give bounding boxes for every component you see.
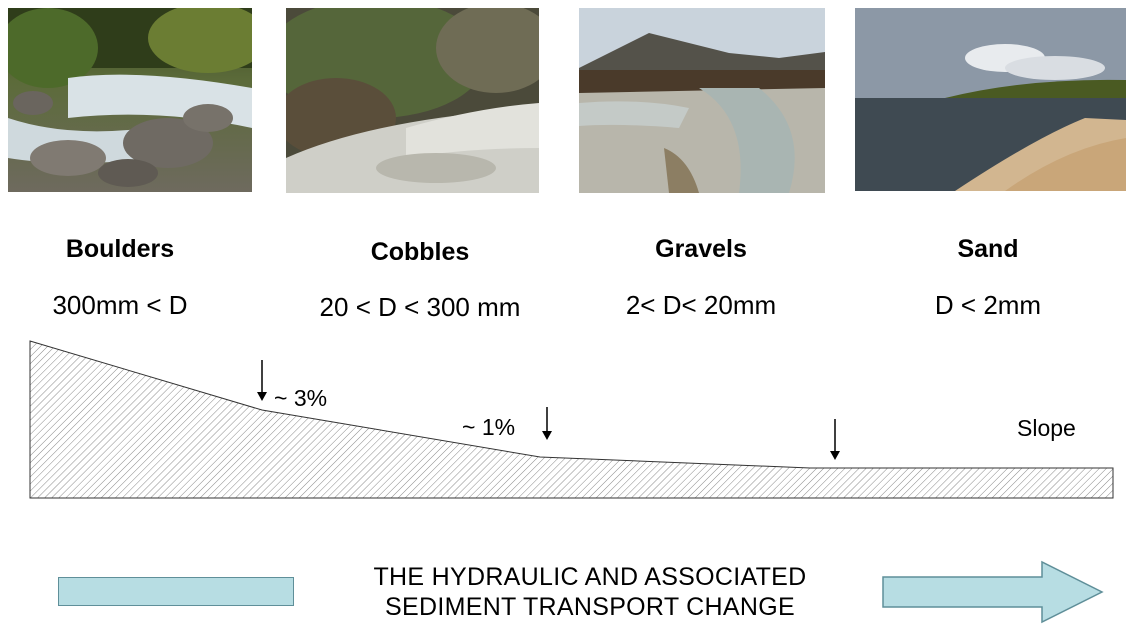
slope-profile [29, 340, 1114, 499]
size-range-sand: D < 2mm [934, 290, 1042, 320]
photo-sand [855, 8, 1126, 191]
photo-cobbles [286, 8, 539, 193]
banner-right-arrow [882, 560, 1104, 624]
slope-marker-arrowhead [257, 392, 267, 401]
sediment-name-sand: Sand [957, 235, 1019, 263]
slope-profile-fill [29, 340, 1114, 499]
slope-marker-arrowhead [542, 431, 552, 440]
slope-marker-label-1pct: ~ 1% [462, 414, 516, 440]
photo-boulders [8, 8, 252, 192]
size-range-gravels: 2< D< 20mm [625, 290, 777, 320]
sediment-name-gravels: Gravels [655, 235, 747, 263]
sediment-name-cobbles: Cobbles [370, 238, 470, 266]
banner-line-1: THE HYDRAULIC AND ASSOCIATED [373, 563, 807, 591]
banner-text: THE HYDRAULIC AND ASSOCIATED SEDIMENT TR… [300, 562, 880, 622]
size-range-cobbles: 20 < D < 300 mm [319, 292, 521, 322]
banner-line-2: SEDIMENT TRANSPORT CHANGE [385, 593, 795, 621]
slope-marker-arrowhead [830, 451, 840, 460]
photo-gravels [579, 8, 825, 193]
sediment-name-boulders: Boulders [65, 235, 175, 263]
slope-label: Slope [1017, 415, 1076, 441]
slope-marker-label-3pct: ~ 3% [274, 385, 328, 411]
banner-left-bar [58, 577, 294, 606]
size-range-boulders: 300mm < D [52, 290, 188, 320]
